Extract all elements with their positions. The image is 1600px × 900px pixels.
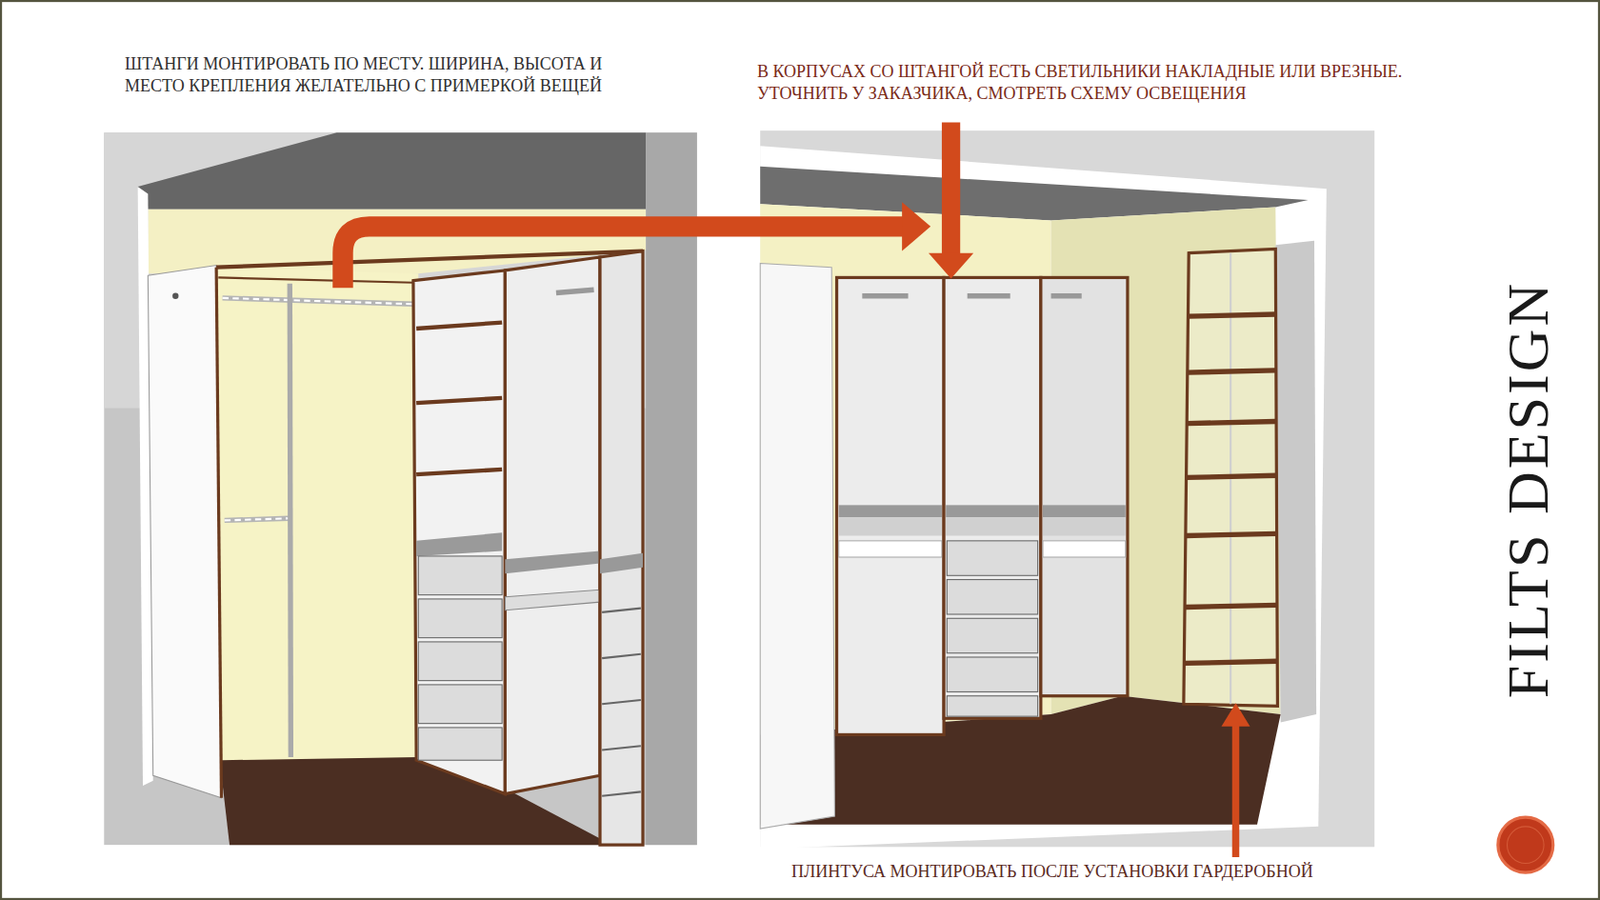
left-view <box>103 132 698 845</box>
callout-arrows <box>342 122 1251 858</box>
note-text: ШТАНГИ МОНТИРОВАТЬ ПО МЕСТУ. ШИРИНА, ВЫС… <box>124 53 654 99</box>
brand-logo-text: FILTS DESIGN <box>1498 280 1558 700</box>
note-text: ПЛИНТУСА МОНТИРОВАТЬ ПОСЛЕ УСТАНОВКИ ГАР… <box>791 860 1314 883</box>
logo-circle <box>1498 817 1554 873</box>
right-view <box>760 130 1375 849</box>
note-text: В КОРПУСАХ СО ШТАНГОЙ ЕСТЬ СВЕТИЛЬНИКИ Н… <box>757 60 1405 106</box>
